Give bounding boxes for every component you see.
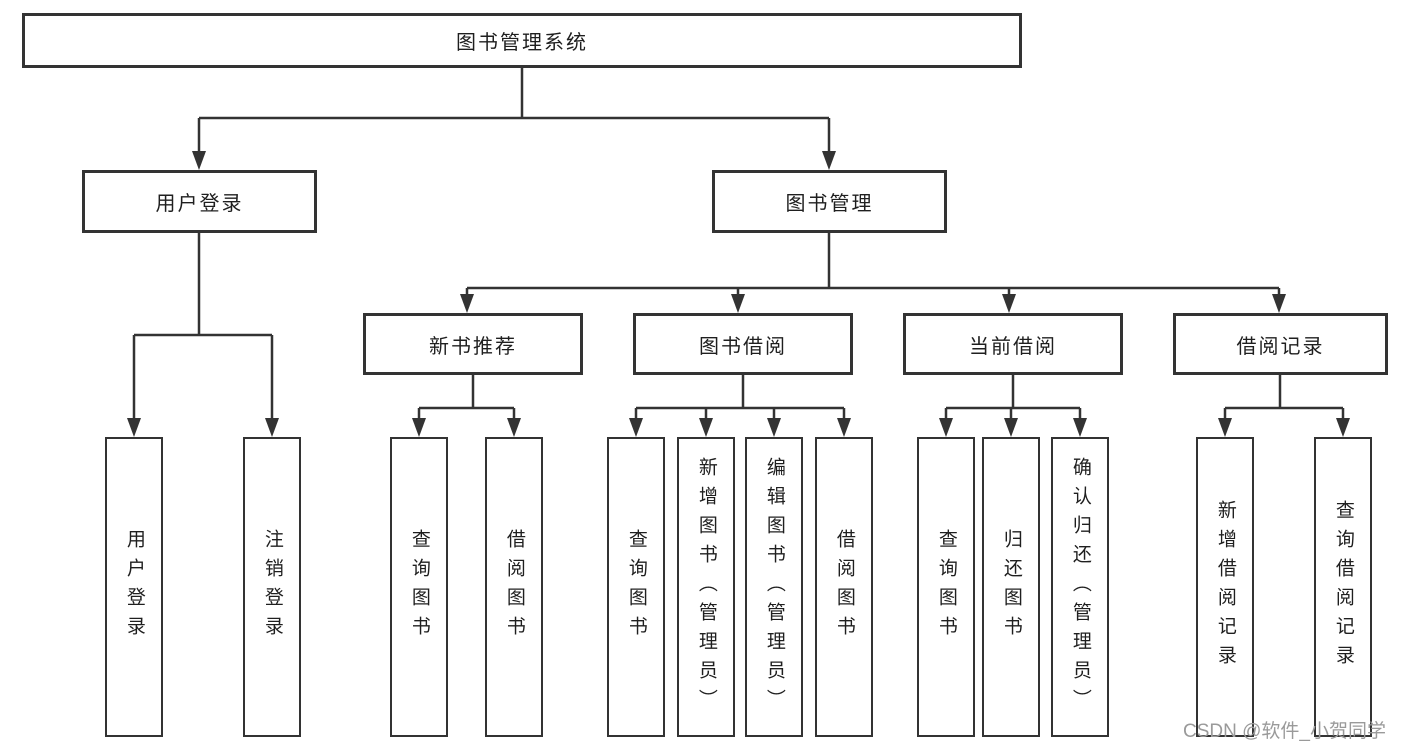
node-leaf-edit-book-admin: 编辑图书（管理员）: [745, 437, 803, 737]
node-leaf-borrow-books-label: 借阅图书: [833, 529, 855, 645]
node-leaf-query-books-current-label: 查询图书: [935, 529, 957, 645]
node-module-borrow-records-label: 借阅记录: [1236, 335, 1325, 358]
node-leaf-edit-book-admin-label: 编辑图书（管理员）: [763, 456, 785, 718]
node-leaf-query-books-borrow-label: 查询图书: [625, 529, 647, 645]
node-leaf-query-books-current: 查询图书: [917, 437, 975, 737]
node-branch-user-login: 用户登录: [82, 170, 317, 233]
node-branch-user-login-label: 用户登录: [155, 193, 244, 215]
arrowheads: [127, 151, 1350, 437]
node-leaf-logout: 注销登录: [243, 437, 301, 737]
node-leaf-borrow-books: 借阅图书: [815, 437, 873, 737]
node-module-book-borrow-label: 图书借阅: [699, 335, 787, 358]
watermark: CSDN @软件_小贺同学: [1183, 721, 1386, 742]
node-leaf-borrow-books-recommend-label: 借阅图书: [503, 529, 525, 645]
node-module-book-borrow: 图书借阅: [633, 313, 853, 375]
node-leaf-query-borrow-record: 查询借阅记录: [1314, 437, 1372, 737]
node-root-system: 图书管理系统: [22, 13, 1022, 68]
node-leaf-query-books-recommend-label: 查询图书: [408, 529, 430, 645]
node-leaf-query-borrow-record-label: 查询借阅记录: [1332, 500, 1354, 674]
node-leaf-confirm-return-admin: 确认归还（管理员）: [1051, 437, 1109, 737]
node-leaf-user-login-label: 用户登录: [123, 529, 145, 645]
node-root-label: 图书管理系统: [456, 32, 588, 54]
node-branch-book-management-label: 图书管理: [785, 193, 874, 215]
node-module-new-book-recommend-label: 新书推荐: [429, 335, 517, 358]
node-leaf-query-books-recommend: 查询图书: [390, 437, 448, 737]
node-leaf-add-book-admin-label: 新增图书（管理员）: [695, 456, 717, 718]
node-module-borrow-records: 借阅记录: [1173, 313, 1388, 375]
node-module-current-borrow: 当前借阅: [903, 313, 1123, 375]
node-leaf-return-book-label: 归还图书: [1000, 529, 1022, 645]
node-leaf-add-borrow-record-label: 新增借阅记录: [1214, 500, 1236, 674]
node-module-current-borrow-label: 当前借阅: [969, 335, 1057, 358]
node-leaf-confirm-return-admin-label: 确认归还（管理员）: [1069, 456, 1091, 718]
node-module-new-book-recommend: 新书推荐: [363, 313, 583, 375]
node-leaf-user-login: 用户登录: [105, 437, 163, 737]
node-leaf-add-book-admin: 新增图书（管理员）: [677, 437, 735, 737]
node-leaf-return-book: 归还图书: [982, 437, 1040, 737]
node-leaf-borrow-books-recommend: 借阅图书: [485, 437, 543, 737]
node-leaf-add-borrow-record: 新增借阅记录: [1196, 437, 1254, 737]
node-branch-book-management: 图书管理: [712, 170, 947, 233]
node-leaf-logout-label: 注销登录: [261, 529, 283, 645]
node-leaf-query-books-borrow: 查询图书: [607, 437, 665, 737]
